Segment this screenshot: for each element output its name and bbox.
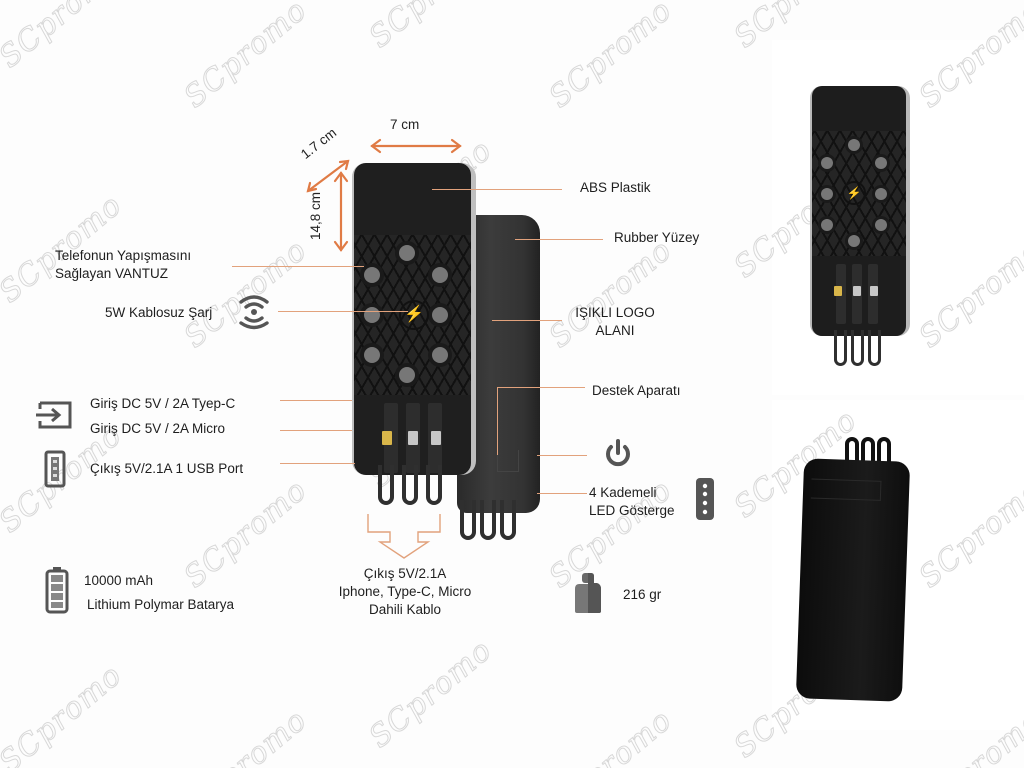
lightning-plug — [382, 431, 392, 445]
cable-loop — [834, 330, 847, 366]
cable-loop — [378, 465, 394, 505]
power-icon — [606, 439, 630, 467]
suction-cup — [821, 219, 833, 231]
stand-outline — [810, 478, 882, 501]
suction-cup — [364, 307, 380, 323]
suction-cup — [432, 307, 448, 323]
suction-cup — [875, 219, 887, 231]
input-arrow-icon — [36, 401, 72, 429]
led-indicator-label-line1: 4 Kademeli — [589, 485, 657, 500]
lightning-icon: ⚡ — [399, 300, 429, 330]
abs-plastic-label: ABS Plastik — [580, 180, 651, 195]
leader-line — [280, 400, 352, 401]
typec-plug — [408, 431, 418, 445]
battery-icon — [45, 567, 69, 614]
battery-capacity-label: 10000 mAh — [84, 573, 154, 588]
input-micro-label: Giriş DC 5V / 2A Micro — [90, 421, 226, 436]
leader-line — [537, 455, 587, 456]
suction-cup — [364, 347, 380, 363]
suction-label-line2: Sağlayan VANTUZ — [55, 266, 169, 281]
suction-cup — [875, 157, 887, 169]
suction-cup — [848, 235, 860, 247]
powerbank-front-view: ⚡ — [352, 163, 476, 475]
led-indicator-icon — [696, 478, 714, 520]
lightning-icon: ⚡ — [842, 181, 866, 205]
stand-label: Destek Aparatı — [592, 383, 681, 398]
output-cable-label-line3: Dahili Kablo — [368, 602, 442, 617]
output-cable-label-line1: Çıkış 5V/2.1A — [363, 566, 447, 581]
suction-cup — [364, 267, 380, 283]
wifi-signal-icon — [239, 295, 269, 330]
suction-cup — [432, 267, 448, 283]
output-usb-label: Çıkış 5V/2.1A 1 USB Port — [90, 461, 244, 476]
suction-cup — [399, 245, 415, 261]
product-photo-back — [795, 458, 911, 702]
logo-area-label-line2: ALANI — [595, 323, 635, 338]
cable-loop — [868, 330, 881, 366]
output-cable-label-line2: Iphone, Type-C, Micro — [338, 584, 472, 599]
cable-loop — [402, 465, 418, 505]
suction-label-line1: Telefonun Yapışmasını — [55, 248, 192, 263]
typec-plug — [853, 286, 861, 296]
logo-area-label-line1: IŞIKLI LOGO — [575, 305, 655, 320]
product-photo-front: ⚡ — [810, 86, 910, 336]
leader-line — [492, 320, 562, 321]
weight-label: 216 gr — [623, 587, 662, 602]
suction-cup — [821, 157, 833, 169]
cable-loop — [460, 500, 476, 540]
cable-loop — [851, 330, 864, 366]
suction-cup — [432, 347, 448, 363]
width-dimension: 7 cm — [390, 117, 420, 132]
battery-type-label: Lithium Polymar Batarya — [87, 597, 235, 612]
leader-line — [280, 463, 355, 464]
output-bracket-arrow — [367, 514, 441, 559]
suction-cup — [875, 188, 887, 200]
leader-line — [278, 311, 408, 312]
leader-line — [497, 387, 585, 388]
micro-plug — [870, 286, 878, 296]
leader-line — [515, 239, 603, 240]
suction-cup — [848, 139, 860, 151]
dimension-arrows — [306, 138, 462, 252]
cable-loop — [426, 465, 442, 505]
lightning-plug — [834, 286, 842, 296]
suction-cup — [399, 367, 415, 383]
leader-line — [432, 189, 562, 190]
wireless-charge-label: 5W Kablosuz Şarj — [105, 305, 213, 320]
leader-line — [232, 266, 364, 267]
cable-loop — [480, 500, 496, 540]
input-typec-label: Giriş DC 5V / 2A Tyep-C — [90, 396, 236, 411]
cable-loop — [500, 500, 516, 540]
rubber-surface-label: Rubber Yüzey — [614, 230, 700, 245]
micro-plug — [431, 431, 441, 445]
suction-cup — [821, 188, 833, 200]
leader-line — [280, 430, 352, 431]
leader-line — [497, 387, 498, 455]
led-indicator-label-line2: LED Gösterge — [589, 503, 675, 518]
usb-port-icon — [44, 450, 66, 488]
weight-icon — [575, 573, 601, 613]
leader-line — [537, 493, 587, 494]
height-dimension: 14,8 cm — [308, 191, 323, 240]
stand-outline — [497, 450, 519, 472]
